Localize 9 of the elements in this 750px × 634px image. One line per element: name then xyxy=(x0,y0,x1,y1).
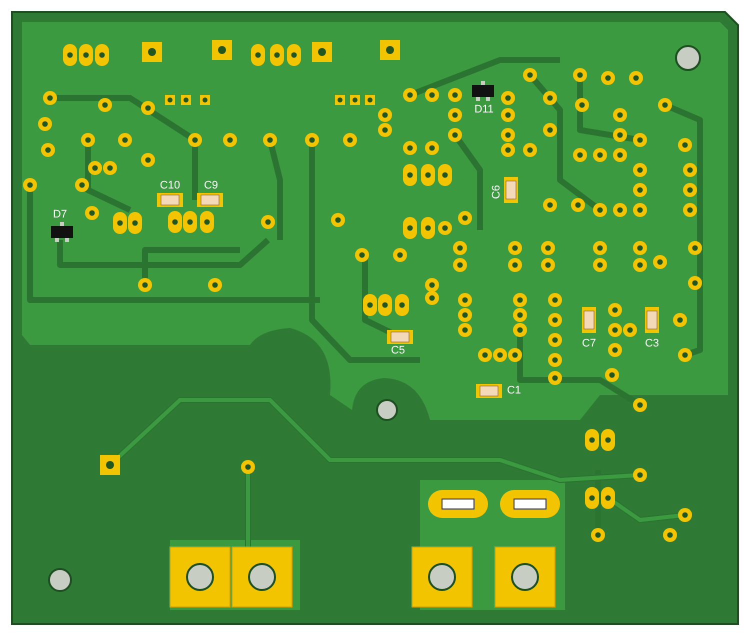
component-label: D11 xyxy=(474,104,494,116)
component-label: C7 xyxy=(582,338,596,350)
component-label: C3 xyxy=(644,338,660,350)
component-label: C1 xyxy=(506,386,522,396)
component-label: D7 xyxy=(52,210,68,220)
component-label: C9 xyxy=(204,180,218,192)
component-label: C10 xyxy=(160,180,180,192)
component-label: C5 xyxy=(390,346,406,356)
component-label: C6 xyxy=(492,184,502,200)
